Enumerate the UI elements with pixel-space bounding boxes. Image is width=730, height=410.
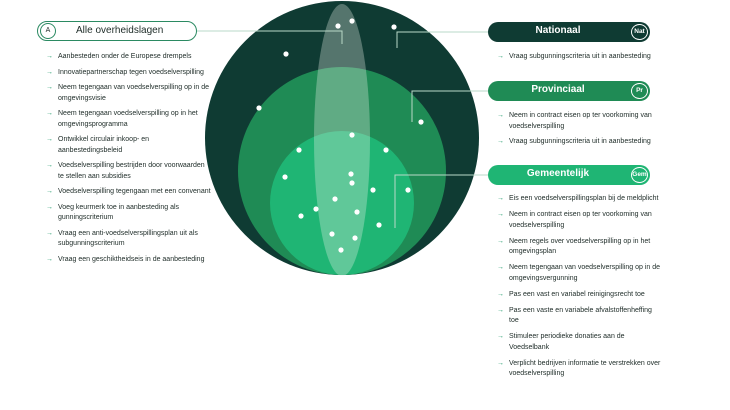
- list-item: →Stimuleer periodieke donaties aan de Vo…: [497, 333, 625, 351]
- dot: [370, 187, 376, 193]
- nationaal-badge: Nat: [631, 24, 648, 40]
- all-levels-label: Alle overheidslagen: [76, 25, 164, 36]
- gemeentelijk-list: →Eis een voedselverspillingsplan bij de …: [497, 194, 662, 385]
- dot: [349, 132, 355, 138]
- arrow-right-icon: →: [46, 255, 53, 263]
- arrow-right-icon: →: [497, 112, 504, 119]
- dot: [296, 147, 302, 153]
- arrow-right-icon: →: [497, 290, 504, 298]
- list-item: →Voedselverspilling tegengaan met een co…: [46, 187, 211, 198]
- gemeentelijk-badge: Gem: [631, 167, 648, 183]
- arrow-right-icon: →: [497, 306, 504, 314]
- municipal-circle: [270, 131, 414, 275]
- dot: [298, 213, 304, 219]
- arrow-right-icon: →: [497, 237, 504, 245]
- arrow-right-icon: →: [46, 229, 53, 237]
- arrow-right-icon: →: [46, 110, 53, 117]
- dot: [418, 119, 424, 125]
- arrow-right-icon: →: [46, 162, 53, 169]
- arrow-right-icon: →: [497, 359, 504, 367]
- all-levels-list: →Aanbesteden onder de Europese drempels …: [46, 52, 211, 270]
- dot: [282, 174, 288, 180]
- arrow-right-icon: →: [497, 138, 504, 145]
- arrow-right-icon: →: [46, 188, 53, 195]
- nationaal-list: →Vraag subgunningscriteria uit in aanbes…: [497, 52, 657, 63]
- dot: [329, 231, 335, 237]
- nationaal-label: Nationaal: [535, 25, 581, 36]
- arrow-right-icon: →: [497, 53, 504, 60]
- dot: [376, 222, 382, 228]
- nationaal-pill: Nationaal Nat: [488, 22, 650, 42]
- dot: [354, 209, 360, 215]
- dot: [283, 51, 289, 57]
- dot: [338, 247, 344, 253]
- connector-gemeentelijk: [394, 174, 488, 228]
- dot: [313, 206, 319, 212]
- dot: [391, 24, 397, 30]
- arrow-right-icon: →: [497, 264, 504, 271]
- list-item: →Vraag een anti-voedselverspillingsplan …: [46, 229, 198, 248]
- provinciaal-badge: Pr: [631, 83, 648, 99]
- connector-all-levels: [197, 30, 343, 44]
- all-levels-pill: A Alle overheidslagen: [37, 21, 197, 41]
- all-levels-ellipse: [314, 4, 370, 276]
- list-item: →Aanbesteden onder de Europese drempels: [46, 52, 211, 63]
- gemeentelijk-pill: Gemeentelijk Gem: [488, 165, 650, 185]
- arrow-right-icon: →: [497, 195, 504, 202]
- list-item: →Eis een voedselverspillingsplan bij de …: [497, 194, 662, 205]
- arrow-right-icon: →: [46, 136, 53, 143]
- gemeentelijk-label: Gemeentelijk: [526, 168, 590, 179]
- provinciaal-pill: Provinciaal Pr: [488, 81, 650, 101]
- list-item: →Voedselverspilling bestrijden door voor…: [46, 162, 205, 180]
- list-item: →Vraag een geschiktheidseis in de aanbes…: [46, 255, 211, 266]
- list-item: →Neem in contract eisen op ter voorkomin…: [497, 211, 652, 229]
- dot: [349, 18, 355, 24]
- dot: [352, 235, 358, 241]
- list-item: →Pas een vaste en variabele afvalstoffen…: [497, 306, 652, 325]
- list-item: →Ontwikkel circulair inkoop- en aanbeste…: [46, 136, 150, 154]
- list-item: →Vraag subgunningscriteria uit in aanbes…: [497, 137, 657, 148]
- dot: [332, 196, 338, 202]
- provinciaal-label: Provinciaal: [531, 84, 585, 95]
- list-item: →Neem in contract eisen op ter voorkomin…: [497, 112, 652, 130]
- list-item: →Neem tegengaan voedselverspilling op in…: [46, 110, 198, 128]
- list-item: →Verplicht bedrijven informatie te verst…: [497, 359, 661, 378]
- list-item: →Voeg keurmerk toe in aanbesteding als g…: [46, 203, 180, 222]
- all-levels-badge: A: [40, 23, 56, 39]
- provinciaal-list: →Neem in contract eisen op ter voorkomin…: [497, 111, 657, 153]
- connector-nationaal: [396, 31, 488, 48]
- dot: [383, 147, 389, 153]
- list-item: →Innovatiepartnerschap tegen voedselvers…: [46, 68, 211, 79]
- dot: [405, 187, 411, 193]
- dot: [349, 180, 355, 186]
- list-item: →Vraag subgunningscriteria uit in aanbes…: [497, 52, 657, 63]
- arrow-right-icon: →: [497, 333, 504, 340]
- list-item: →Neem tegengaan van voedselverspilling o…: [497, 264, 660, 282]
- list-item: →Neem regels over voedselverspilling op …: [497, 237, 651, 256]
- dot: [335, 23, 341, 29]
- dots-group: [256, 18, 424, 253]
- list-item: →Neem tegengaan van voedselverspilling o…: [46, 84, 209, 102]
- arrow-right-icon: →: [46, 203, 53, 211]
- arrow-right-icon: →: [46, 84, 53, 91]
- arrow-right-icon: →: [497, 211, 504, 218]
- connector-provinciaal: [411, 90, 488, 122]
- dot: [256, 105, 262, 111]
- list-item: →Pas een vast en variabel reinigingsrech…: [497, 290, 662, 301]
- arrow-right-icon: →: [46, 68, 53, 76]
- arrow-right-icon: →: [46, 53, 53, 60]
- dot: [348, 171, 354, 177]
